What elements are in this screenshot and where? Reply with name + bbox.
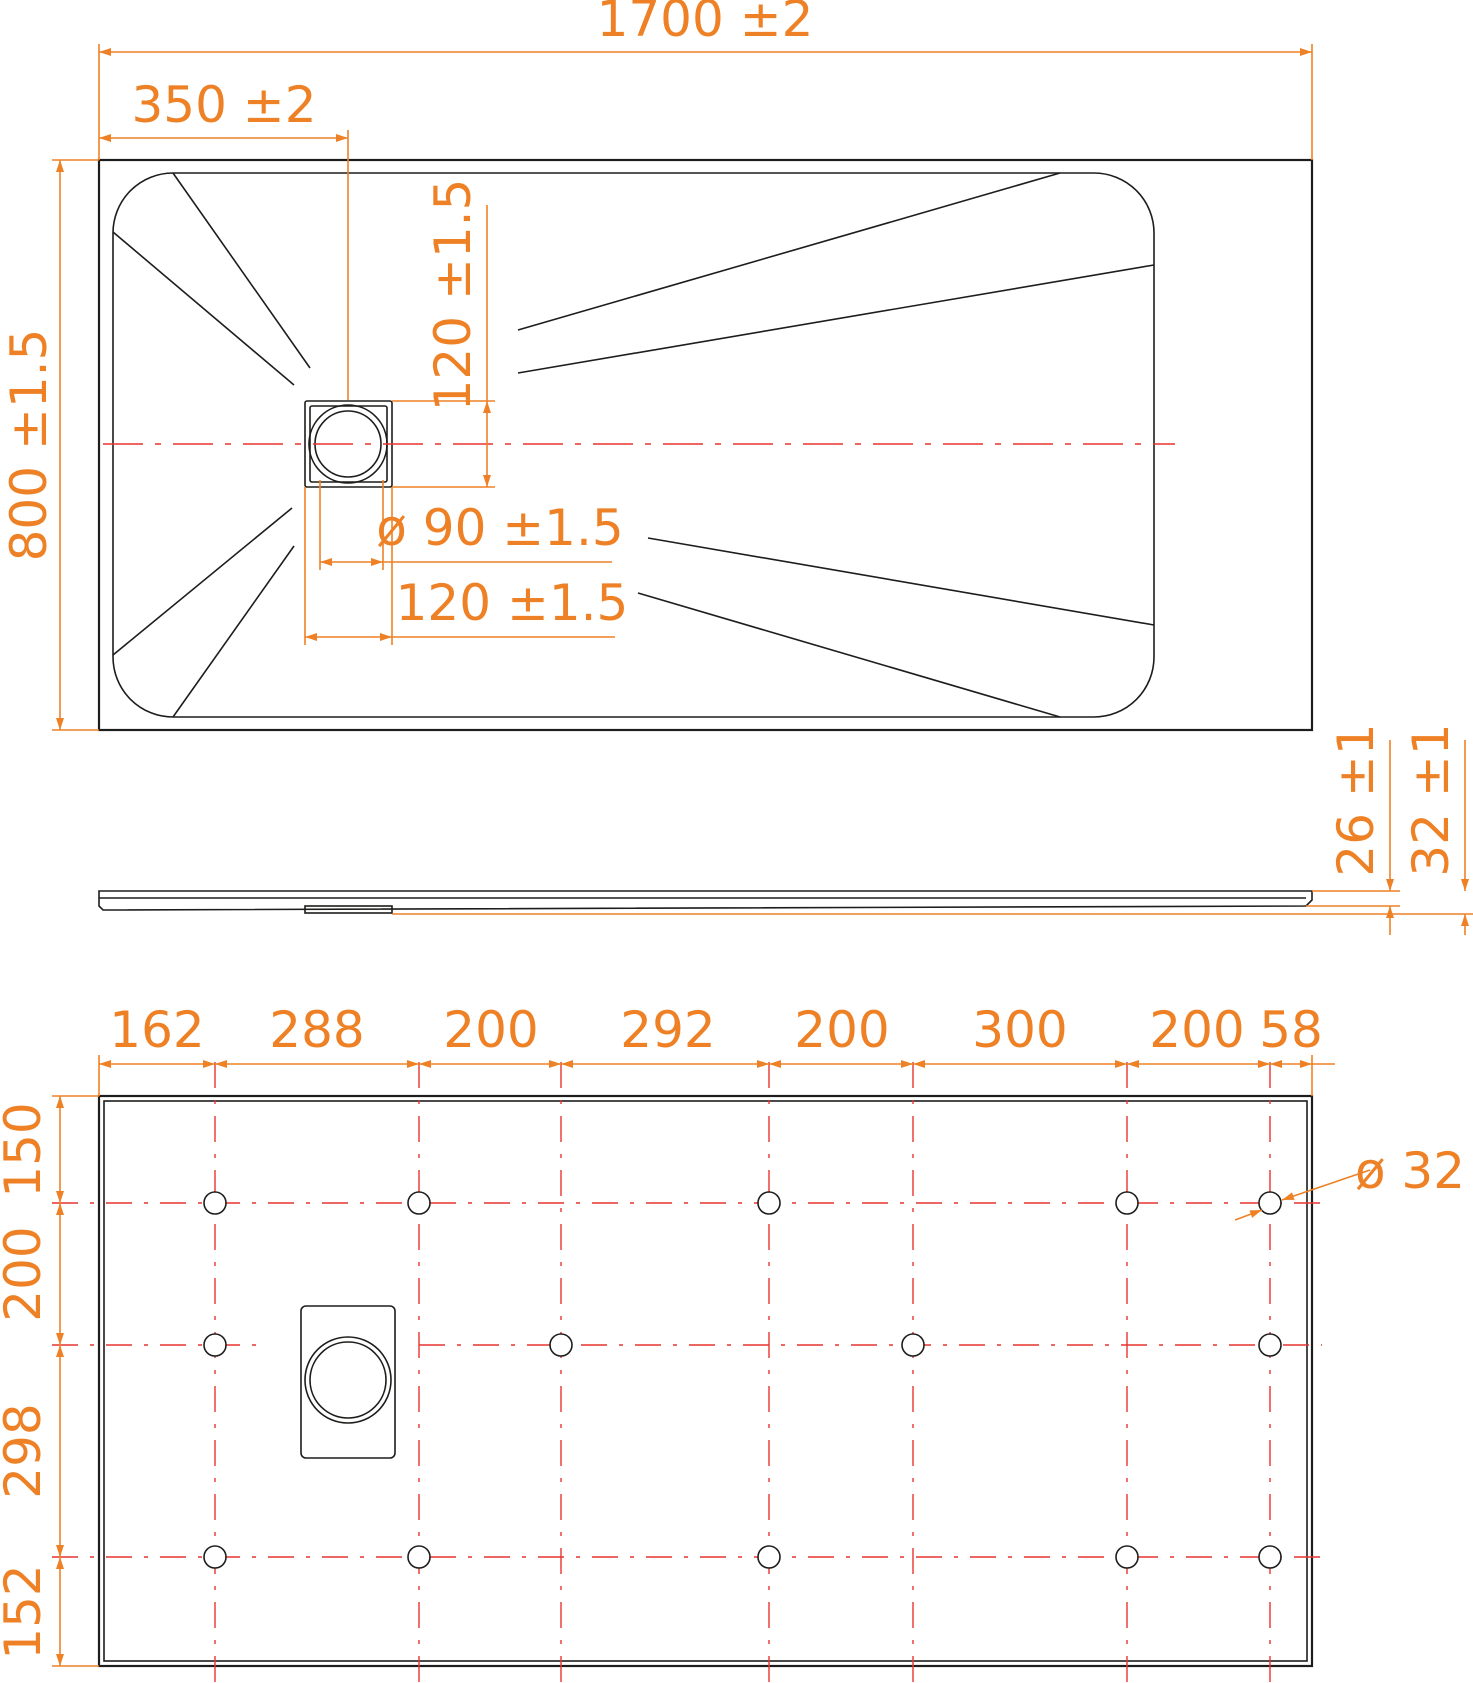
spacing-label: 150	[0, 1102, 52, 1197]
drain-side	[304, 905, 393, 914]
vertical-spacing-chain: 150 200 298 152	[0, 1095, 99, 1667]
overall-width-label: 800 ±1.5	[0, 329, 58, 562]
drain-width-label: 120 ±1.5	[396, 574, 629, 632]
slope-lines	[112, 172, 1155, 718]
foot	[757, 1545, 781, 1569]
foot-grid-vertical	[214, 1062, 1271, 1683]
spacing-label: 152	[0, 1564, 52, 1659]
bottom-outline	[97, 1094, 1314, 1668]
basin-outline	[112, 172, 1155, 718]
spacing-label: 300	[972, 1001, 1067, 1059]
foot	[757, 1191, 781, 1215]
foot	[203, 1333, 227, 1357]
drain-bottom	[300, 1305, 396, 1459]
foot	[1115, 1191, 1139, 1215]
spacing-label: 58	[1259, 1001, 1323, 1059]
spacing-label: 200	[794, 1001, 889, 1059]
foot	[203, 1545, 227, 1569]
spacing-label: 298	[0, 1403, 52, 1498]
side-profile	[98, 890, 1313, 911]
spacing-label: 292	[620, 1001, 715, 1059]
spacing-label: 162	[109, 1001, 204, 1059]
thickness-body-label: 26 ±1	[1327, 723, 1385, 876]
foot-diameter-label: ø 32	[1355, 1142, 1465, 1200]
top-view: 1700 ±2 350 ±2 800 ±1.5 120 ±1.5 ø 90 ±1…	[0, 0, 1314, 732]
support-feet	[203, 1191, 1282, 1569]
overall-length-label: 1700 ±2	[597, 0, 814, 48]
spacing-label: 200	[443, 1001, 538, 1059]
drain-offset-label: 350 ±2	[131, 76, 316, 134]
foot	[1258, 1545, 1282, 1569]
foot	[901, 1333, 925, 1357]
spacing-label: 288	[269, 1001, 364, 1059]
spacing-label: 200	[1149, 1001, 1244, 1059]
foot-grid-horizontal	[52, 1202, 1322, 1558]
drain-diameter-label: ø 90 ±1.5	[376, 499, 623, 557]
foot	[1258, 1191, 1282, 1215]
foot	[1115, 1545, 1139, 1569]
foot	[203, 1191, 227, 1215]
foot	[407, 1191, 431, 1215]
side-view: 26 ±1 32 ±1	[98, 723, 1473, 935]
foot	[549, 1333, 573, 1357]
bottom-view: 162 288 200 292 200 300 200 58 150 200 2…	[0, 1001, 1465, 1683]
tray-outline	[97, 158, 1314, 732]
foot	[1258, 1333, 1282, 1357]
foot	[407, 1545, 431, 1569]
foot-diameter-callout: ø 32	[1234, 1142, 1465, 1221]
spacing-label: 200	[0, 1226, 52, 1321]
horizontal-spacing-chain: 162 288 200 292 200 300 200 58	[98, 1001, 1335, 1096]
thickness-total-label: 32 ±1	[1402, 723, 1460, 876]
drain-height-label: 120 ±1.5	[424, 179, 482, 412]
